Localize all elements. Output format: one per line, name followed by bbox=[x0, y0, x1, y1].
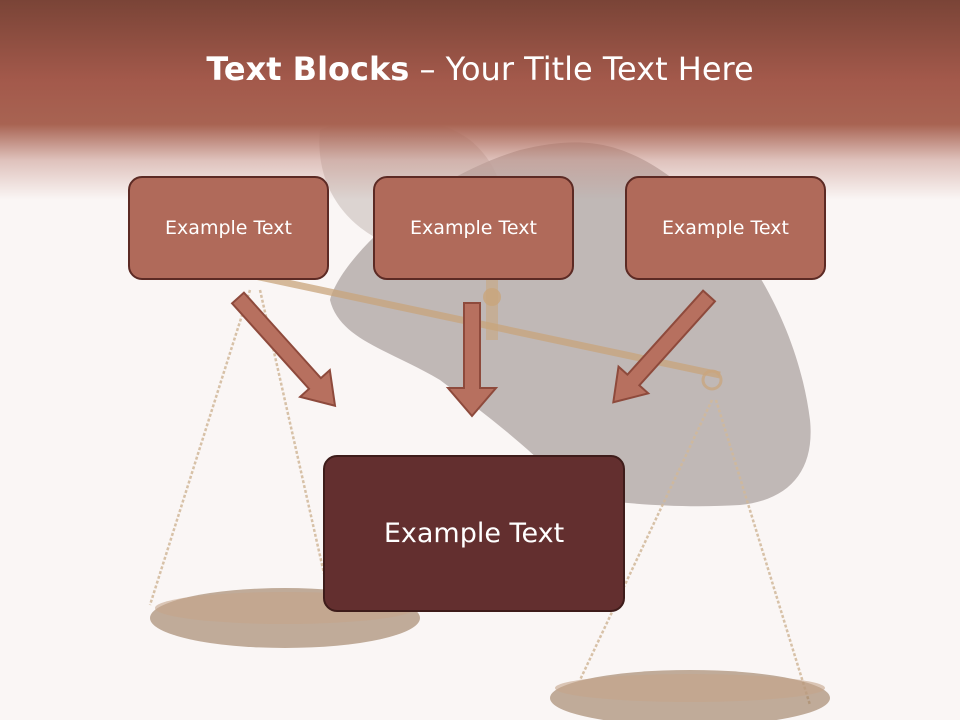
text-block-1[interactable]: Example Text bbox=[128, 176, 329, 280]
title-rest: Your Title Text Here bbox=[445, 50, 754, 88]
arrow-down-left-icon bbox=[612, 289, 717, 404]
arrow-down-icon bbox=[445, 302, 499, 418]
main-text-block[interactable]: Example Text bbox=[323, 455, 625, 612]
arrow-down-right-icon bbox=[230, 291, 337, 408]
title-bold: Text Blocks bbox=[206, 50, 410, 88]
text-block-2[interactable]: Example Text bbox=[373, 176, 574, 280]
title-dash: – bbox=[409, 50, 446, 88]
text-block-3[interactable]: Example Text bbox=[625, 176, 826, 280]
page-title: Text Blocks – Your Title Text Here bbox=[0, 50, 960, 88]
title-bar bbox=[0, 0, 960, 200]
